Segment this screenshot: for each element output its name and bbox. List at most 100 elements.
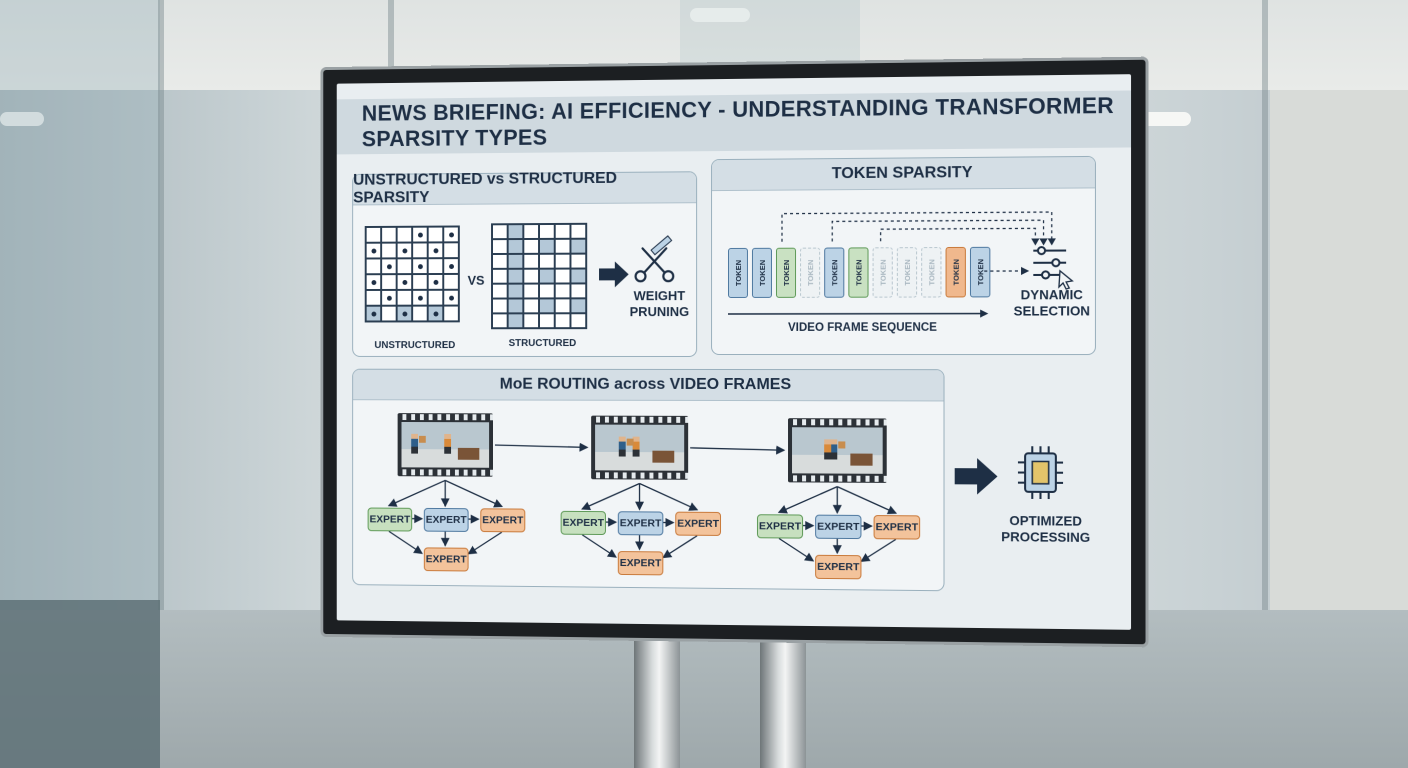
weight-pruning-line1: WEIGHT bbox=[633, 288, 686, 304]
expert-node: EXPERT bbox=[617, 551, 664, 576]
expert-node: EXPERT bbox=[367, 507, 413, 532]
routing-arrow bbox=[495, 445, 587, 447]
token-text: TOKEN bbox=[951, 258, 961, 286]
weight-cell bbox=[443, 289, 459, 306]
weight-cell bbox=[539, 283, 555, 299]
weight-cell bbox=[381, 258, 397, 275]
film-strip bbox=[788, 475, 887, 482]
weight-cell bbox=[412, 289, 428, 306]
weight-cell bbox=[507, 268, 524, 284]
weight-cell bbox=[492, 224, 508, 240]
person-figure bbox=[824, 439, 832, 460]
weight-cell bbox=[365, 242, 382, 259]
weight-cell bbox=[412, 242, 428, 259]
routing-arrow bbox=[582, 535, 616, 557]
weight-cell bbox=[492, 283, 508, 299]
weight-cell bbox=[570, 238, 587, 254]
weight-pruning-label: WEIGHT PRUNING bbox=[623, 288, 696, 320]
expert-node: EXPERT bbox=[617, 511, 664, 536]
glass-mullion bbox=[158, 0, 164, 768]
token-text: TOKEN bbox=[926, 259, 936, 286]
frame-scene bbox=[792, 427, 883, 474]
weight-cell bbox=[523, 238, 540, 254]
weight-cell bbox=[365, 274, 382, 290]
weight-cell bbox=[539, 313, 555, 329]
weight-cell bbox=[365, 258, 382, 275]
routing-arrow bbox=[389, 480, 445, 506]
weight-cell bbox=[539, 268, 555, 284]
weight-cell bbox=[523, 313, 540, 329]
weight-cell bbox=[443, 273, 459, 290]
person-figure bbox=[632, 436, 640, 457]
person-figure bbox=[444, 433, 452, 454]
expert-node: EXPERT bbox=[480, 508, 526, 533]
ceiling-light bbox=[690, 8, 750, 22]
weight-cell bbox=[507, 283, 524, 299]
expert-node: EXPERT bbox=[756, 514, 804, 539]
weight-cell bbox=[554, 283, 571, 299]
weight-cell bbox=[427, 273, 444, 290]
expert-node: EXPERT bbox=[423, 507, 469, 532]
weight-cell bbox=[539, 238, 555, 254]
dynamic-selection-label: DYNAMIC SELECTION bbox=[1009, 287, 1095, 320]
weight-cell bbox=[507, 224, 524, 240]
frame-scene bbox=[595, 424, 685, 471]
dynamic-selection-line2: SELECTION bbox=[1013, 303, 1090, 319]
weight-cell bbox=[570, 298, 587, 314]
package-box bbox=[626, 438, 634, 446]
weight-cell bbox=[427, 226, 444, 243]
weight-cell bbox=[523, 298, 540, 314]
expert-node: EXPERT bbox=[423, 547, 469, 572]
unstructured-grid bbox=[364, 225, 460, 323]
weight-cell bbox=[381, 242, 397, 259]
weight-cell bbox=[554, 238, 571, 254]
weight-cell bbox=[492, 298, 508, 314]
token-dropped: TOKEN bbox=[872, 247, 893, 298]
weight-cell bbox=[492, 313, 508, 329]
weight-cell bbox=[381, 289, 397, 306]
video-frame bbox=[591, 415, 689, 480]
weight-cell bbox=[554, 253, 571, 269]
weight-cell bbox=[507, 239, 524, 254]
weight-cell bbox=[443, 226, 459, 243]
routing-arrow bbox=[690, 448, 784, 450]
dynamic-selection-line1: DYNAMIC bbox=[1020, 287, 1083, 303]
token-kept: TOKEN bbox=[824, 247, 845, 298]
weight-cell bbox=[539, 223, 555, 239]
weight-cell bbox=[492, 253, 508, 269]
optimized-processing-line2: PROCESSING bbox=[1001, 529, 1091, 546]
weight-cell bbox=[427, 289, 444, 306]
unstructured-label: UNSTRUCTURED bbox=[374, 340, 456, 352]
token-kept: TOKEN bbox=[945, 246, 966, 298]
token-kept: TOKEN bbox=[969, 246, 991, 298]
sequence-label: VIDEO FRAME SEQUENCE bbox=[788, 321, 938, 334]
weight-cell bbox=[523, 224, 540, 240]
frame-scene bbox=[401, 421, 490, 468]
weight-cell bbox=[554, 268, 571, 284]
package-box bbox=[418, 435, 426, 443]
weight-cell bbox=[381, 305, 397, 322]
desk bbox=[457, 447, 480, 460]
expert-node: EXPERT bbox=[815, 514, 862, 540]
weight-cell bbox=[554, 298, 571, 314]
display-monitor: NEWS BRIEFING: AI EFFICIENCY - UNDERSTAN… bbox=[320, 57, 1148, 648]
token-text: TOKEN bbox=[805, 259, 815, 286]
title-banner: NEWS BRIEFING: AI EFFICIENCY - UNDERSTAN… bbox=[336, 90, 1132, 155]
token-text: TOKEN bbox=[733, 259, 743, 287]
weight-cell bbox=[523, 283, 540, 299]
weight-cell bbox=[443, 305, 459, 322]
weight-cell bbox=[365, 226, 382, 243]
weight-cell bbox=[507, 253, 524, 269]
token-dropped: TOKEN bbox=[800, 247, 821, 298]
dark-partition bbox=[0, 600, 160, 768]
ceiling-light bbox=[1135, 112, 1191, 126]
structured-grid bbox=[491, 222, 588, 330]
weight-pruning-line2: PRUNING bbox=[629, 304, 690, 320]
token-dropped: TOKEN bbox=[921, 247, 942, 298]
weight-cell bbox=[396, 242, 413, 259]
weight-cell bbox=[539, 298, 555, 314]
weight-cell bbox=[507, 298, 524, 314]
routing-arrow bbox=[779, 538, 813, 560]
office-wall-panel bbox=[1270, 90, 1408, 700]
